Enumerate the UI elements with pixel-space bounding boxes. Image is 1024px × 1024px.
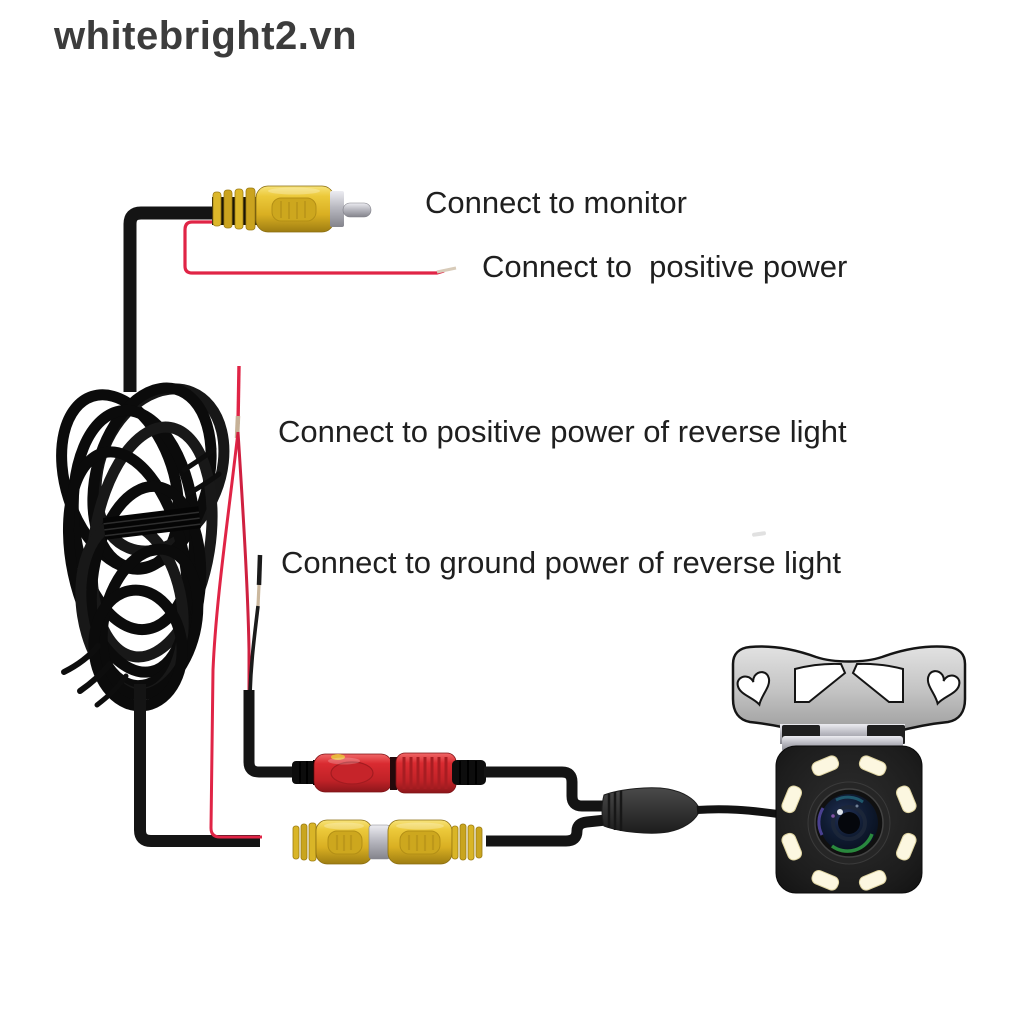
coil-tie-band <box>102 506 201 540</box>
yellow-rca-connector-pair <box>292 819 483 865</box>
rca-pin <box>342 202 372 218</box>
wing-cutout-right <box>851 662 904 703</box>
label-reverse-light-positive: Connect to positive power of reverse lig… <box>278 414 847 449</box>
camera-cable <box>696 805 779 818</box>
cable-red-to-junction <box>484 766 606 812</box>
rca-collar <box>330 191 344 227</box>
camera-led <box>781 832 803 861</box>
heart-cutout-right <box>926 670 961 706</box>
reverse-positive-wire <box>209 365 262 839</box>
smudge-mark <box>752 531 766 537</box>
wing-cutout-left <box>794 662 847 703</box>
camera-led <box>895 785 917 814</box>
camera-led <box>811 869 840 891</box>
rca-coupler-ring <box>368 824 391 860</box>
heart-cutout-left <box>736 671 771 707</box>
positive-power-wire <box>183 220 457 275</box>
bare-wire-tip <box>436 266 457 274</box>
monitor-cable <box>123 206 218 392</box>
red-power-connector-pair <box>292 752 486 794</box>
reverse-ground-wire <box>248 554 263 695</box>
camera-led <box>858 755 887 777</box>
camera-led <box>895 832 917 861</box>
watermark-text: whitebright2.vn <box>54 14 358 58</box>
coil-loose-ends <box>61 446 222 708</box>
camera-leds <box>781 755 917 891</box>
rca-plug-monitor <box>212 185 372 233</box>
rear-view-camera <box>731 645 967 894</box>
mounting-bracket <box>731 645 967 737</box>
cable-junction-connector <box>601 787 779 834</box>
camera-led <box>811 755 840 777</box>
power-wire-sheath <box>243 690 297 778</box>
label-reverse-light-ground: Connect to ground power of reverse light <box>281 545 842 580</box>
cable-coil <box>56 382 230 712</box>
cable-yellow-to-junction <box>486 814 607 847</box>
bare-wire-tip <box>256 584 261 607</box>
camera-lens <box>807 781 891 865</box>
label-connect-monitor: Connect to monitor <box>425 185 687 220</box>
label-connect-positive-power: Connect to positive power <box>482 249 848 284</box>
camera-led <box>781 785 803 814</box>
video-cable-lower <box>134 684 260 847</box>
camera-led <box>858 869 887 891</box>
